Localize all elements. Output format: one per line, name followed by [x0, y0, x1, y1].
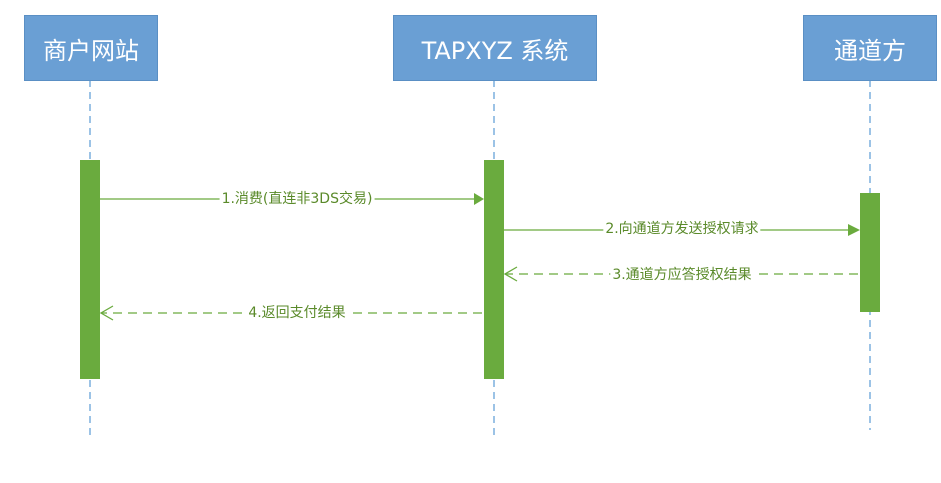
message-2-arrowhead: [848, 224, 860, 236]
participant-tapxyz: TAPXYZ 系统: [393, 15, 597, 81]
message-4-label: 4.返回支付结果: [246, 304, 348, 322]
participant-merchant: 商户网站: [24, 15, 158, 81]
message-2-label: 2.向通道方发送授权请求: [603, 220, 761, 238]
activation-merchant: [80, 160, 100, 379]
participant-channel: 通道方: [803, 15, 937, 81]
participant-merchant-label: 商户网站: [43, 36, 139, 65]
participant-tapxyz-label: TAPXYZ 系统: [421, 36, 569, 65]
activation-tapxyz: [484, 160, 504, 379]
participant-channel-label: 通道方: [834, 36, 906, 65]
message-1-label: 1.消费(直连非3DS交易): [219, 190, 375, 208]
message-4-arrowhead: [99, 305, 114, 321]
message-1-arrowhead: [474, 193, 484, 205]
message-3-label: 3.通道方应答授权结果: [610, 266, 754, 284]
message-3-arrowhead: [503, 266, 518, 282]
activation-channel: [860, 193, 880, 312]
